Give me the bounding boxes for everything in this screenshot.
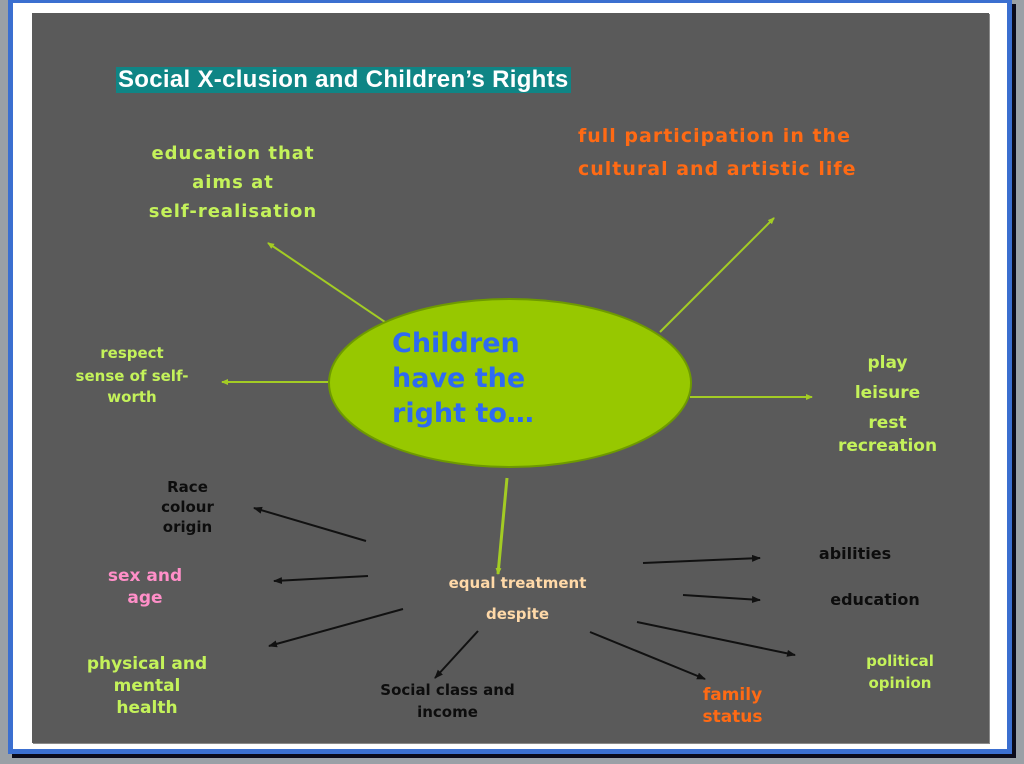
ground-political-opinion: political opinion (835, 650, 965, 694)
label-line: full participation in the (578, 125, 851, 147)
label-line: Social class and (380, 681, 515, 699)
right-respect: respect sense of self- worth (52, 340, 212, 408)
label-line: family (702, 685, 763, 705)
label-line: rest (868, 413, 907, 433)
arrow-to-family-status (589, 631, 706, 680)
label-line: education that (151, 143, 315, 164)
center-text: Children have the right to… (392, 326, 534, 431)
label-line: health (116, 698, 178, 718)
label-line: aims at (192, 172, 274, 193)
arrow-to-education-ground (682, 594, 761, 603)
ground-family-status: family status (675, 684, 790, 728)
label-line: mental (113, 676, 181, 696)
label-line: status (702, 707, 763, 727)
label-line: income (417, 703, 478, 721)
label-line: sex and (107, 566, 183, 586)
center-line: right to… (392, 398, 534, 429)
arrow-to-equal-treatment (495, 477, 509, 575)
ground-sex-age: sex and age (80, 565, 210, 609)
label-line: abilities (818, 544, 892, 563)
center-ellipse (328, 298, 692, 468)
label-line: origin (162, 518, 213, 536)
label-line: worth (107, 388, 157, 406)
label-line: opinion (868, 674, 932, 692)
ground-education: education (790, 589, 960, 611)
arrow-to-education (267, 242, 386, 323)
label-line: recreation (837, 436, 938, 456)
label-line: equal treatment (448, 574, 587, 592)
arrow-to-sex-age (273, 575, 369, 585)
arrow-to-participation (659, 217, 775, 333)
slide-title: Social X-clusion and Children’s Rights (116, 66, 571, 93)
label-line: age (127, 588, 163, 608)
label-line: self-realisation (148, 201, 318, 222)
arrow-to-race (253, 506, 367, 542)
label-line: political (866, 652, 934, 670)
ground-race: Race colour origin (135, 477, 240, 537)
ground-abilities: abilities (780, 543, 930, 565)
label-line: cultural and artistic life (578, 158, 857, 180)
ground-social-class: Social class and income (330, 679, 565, 723)
label-line: respect (100, 344, 164, 362)
right-play: play leisure rest recreation (805, 348, 970, 456)
label-line: sense of self- (75, 367, 189, 385)
center-line: Children (392, 328, 520, 359)
arrow-to-abilities (642, 554, 761, 564)
arrow-to-health (268, 608, 404, 648)
arrow-to-social-class (434, 630, 479, 679)
label-line: colour (161, 498, 214, 516)
label-line: leisure (854, 383, 921, 403)
arrow-to-political-opinion (636, 621, 796, 657)
right-participation: full participation in the cultural and a… (578, 120, 958, 186)
label-line: despite (485, 605, 550, 623)
label-line: physical and (86, 654, 208, 674)
label-line: Race (167, 478, 208, 496)
ground-health: physical and mental health (52, 653, 242, 719)
label-line: play (867, 353, 908, 373)
equal-treatment-hub: equal treatment despite (400, 568, 635, 630)
right-education: education that aims at self-realisation (108, 139, 358, 226)
center-line: have the (392, 363, 526, 394)
label-line: education (830, 590, 920, 609)
